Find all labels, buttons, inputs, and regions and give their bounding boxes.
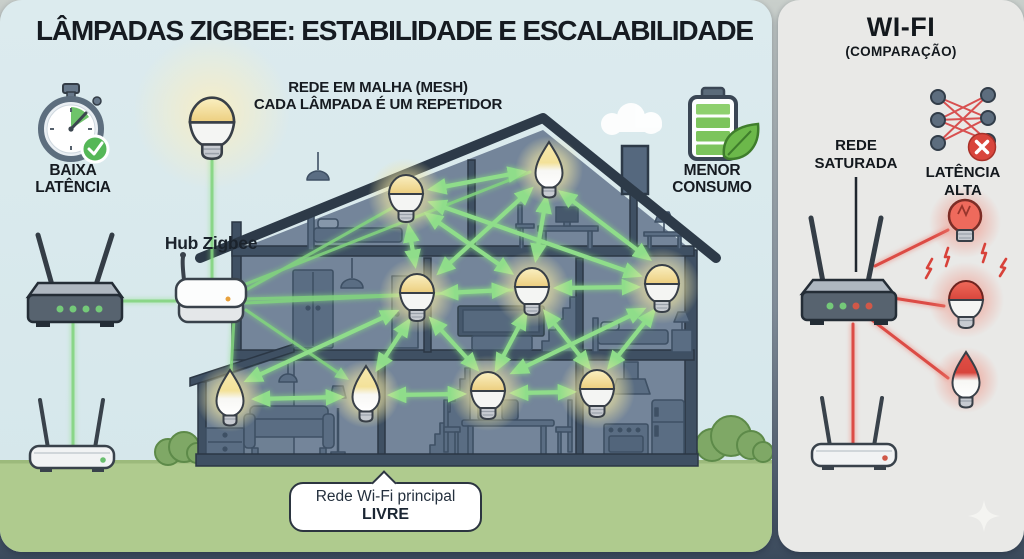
mesh-note-line1: REDE EM MALHA (MESH) [288,79,468,96]
page-title: LÂMPADAS ZIGBEE: ESTABILIDADE E ESCALABI… [36,15,754,46]
zigbee-scene [0,34,772,552]
latency-badge-label: BAIXA LATÊNCIA [35,162,111,196]
consumption-badge-label: MENOR CONSUMO [672,162,752,196]
chimney [620,144,650,196]
error-x-icon [967,132,997,162]
wifi-extender-icon [810,396,898,470]
sparkle-icon [968,500,1000,532]
interference-bolts-icon [924,242,1008,280]
bush-left [154,431,208,466]
wifi-subtitle: (COMPARAÇÃO) [845,44,957,59]
red-candle-bulb-icon [951,350,981,409]
zigbee-panel: LÂMPADAS ZIGBEE: ESTABILIDADE E ESCALABI… [0,0,772,552]
cloud-icon [601,103,662,135]
hub-label: Hub Zigbee [164,233,258,253]
zigbee-hub-icon [174,252,248,324]
saturated-network-label: REDE SATURADA [814,137,898,172]
high-latency-label: LATÊNCIA ALTA [925,164,1001,199]
wifi-free-bubble: Rede Wi-Fi principal LIVRE [289,470,482,532]
main-router-icon [25,232,125,327]
extender-router-icon [28,398,116,472]
bush-right [695,415,772,463]
wifi-links [851,228,950,446]
crossed-network-icon [930,87,997,162]
roof [195,113,721,263]
zigbee-bulbs [188,96,700,432]
mesh-note-line2: CADA LÂMPADA É UM REPETIDOR [253,96,503,113]
wifi-router-icon [799,215,898,325]
bubble-line2: LIVRE [361,506,410,523]
red-smart-bulb-icon [947,280,985,330]
wifi-panel: WI-FI (COMPARAÇÃO) REDE SATURADA LATÊNCI… [778,0,1024,552]
wifi-scene [799,87,1008,532]
wifi-title: WI-FI [866,12,936,42]
red-bulb-icon [947,198,983,242]
house-base [195,453,699,467]
bubble-line1: Rede Wi-Fi principal [315,488,456,505]
